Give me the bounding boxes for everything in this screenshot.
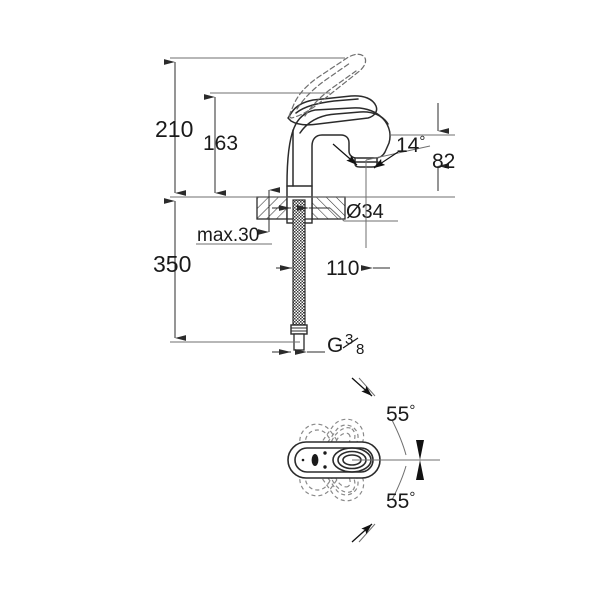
dimension-label-110: 110 [326, 257, 359, 280]
dimension-label-max30: max.30 [197, 225, 259, 246]
threaded-shank [290, 199, 308, 351]
dimension-350: 350 [153, 198, 300, 343]
dimension-swivel-upper: 55° [351, 377, 415, 456]
thread-denominator: 8 [356, 341, 364, 358]
angle-leader-line [365, 145, 431, 161]
dimension-110: 110 [276, 257, 390, 280]
swivel-lower-arc [391, 465, 407, 501]
dimension-163: 163 [203, 92, 330, 196]
shank-coupling [290, 324, 308, 335]
swivel-upper-arrow [351, 377, 373, 397]
swivel-center-tick [416, 440, 424, 480]
dimension-label-210: 210 [155, 116, 193, 142]
dimension-label-350: 350 [153, 251, 191, 277]
dimension-label-d34: Ø34 [346, 201, 384, 223]
spout-upper-curve [299, 111, 389, 134]
top-view-marker-upper [323, 451, 327, 455]
dimension-label-55-lower: 55° [386, 489, 415, 513]
dimension-label-55-upper: 55° [386, 402, 415, 426]
leader-d34 [329, 207, 398, 222]
thread-callout-g38: G 3 8 [272, 331, 364, 358]
faucet-top-view [287, 418, 440, 502]
dimension-swivel-lower: 55° [351, 465, 415, 543]
swivel-upper-arc [391, 419, 407, 456]
lever-handle [287, 95, 378, 126]
top-view-lever-slot [311, 454, 319, 466]
dimension-210: 210 [155, 57, 345, 196]
shank-thread-body [292, 199, 306, 326]
faucet-body-outline [286, 107, 391, 198]
swivel-lower-arrow [351, 523, 373, 543]
thread-label-g: G [327, 334, 343, 357]
dimension-hole-diameter: Ø34 [272, 201, 398, 223]
thread-fraction-bar [342, 337, 359, 349]
thread-numerator: 3 [345, 331, 353, 348]
dimension-outlet-angle: 14° [332, 133, 431, 248]
top-view-pivot-dot [301, 458, 305, 462]
lever-handle-raised-ghost [288, 53, 367, 119]
dimension-label-82: 82 [432, 150, 455, 173]
angle-arrow-left [332, 143, 358, 166]
angle-arrow-right [373, 151, 399, 169]
dimension-label-14deg: 14° [396, 133, 425, 157]
faucet-side-view [286, 53, 391, 198]
degree-symbol-55-upper: ° [409, 402, 415, 419]
dimension-label-163: 163 [203, 132, 238, 155]
dimension-max30: max.30 [196, 187, 280, 246]
degree-symbol-14: ° [419, 133, 425, 150]
dimension-82: 82 [390, 103, 455, 191]
degree-symbol-55-lower: ° [409, 489, 415, 506]
top-view-marker-lower [323, 465, 327, 469]
lever-handle-seam [295, 98, 359, 114]
